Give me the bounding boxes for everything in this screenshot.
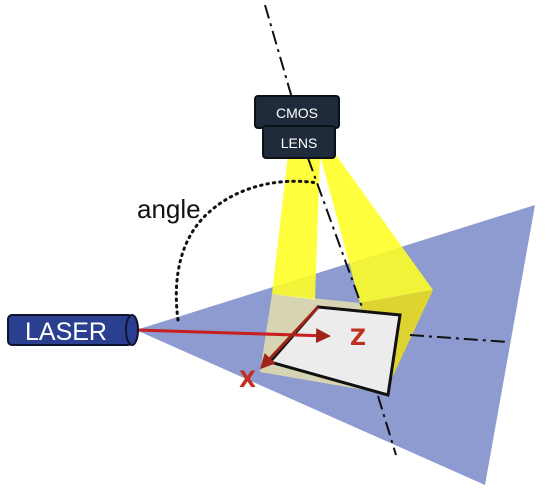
laser-icon: LASER bbox=[7, 314, 139, 346]
camera-optical-axis-top bbox=[264, 4, 293, 99]
x-axis-label: X bbox=[239, 368, 256, 393]
x-axis-extension bbox=[377, 395, 397, 456]
camera-lens-label: LENS bbox=[281, 135, 318, 151]
z-axis-extension bbox=[409, 334, 509, 343]
laser-label: LASER bbox=[25, 318, 107, 346]
measurement-area bbox=[267, 305, 402, 397]
camera-sensor-label: CMOS bbox=[276, 105, 318, 121]
laser-beam bbox=[135, 328, 331, 344]
laser-aperture bbox=[125, 314, 139, 346]
angle-arc bbox=[174, 179, 319, 322]
camera-icon: CMOS LENS bbox=[254, 95, 340, 159]
camera-lens-body bbox=[262, 125, 336, 159]
x-axis-arrow bbox=[259, 305, 320, 370]
construction-lines bbox=[264, 4, 509, 456]
angle-label: angle bbox=[137, 194, 201, 224]
z-axis-label: Z bbox=[350, 326, 366, 351]
